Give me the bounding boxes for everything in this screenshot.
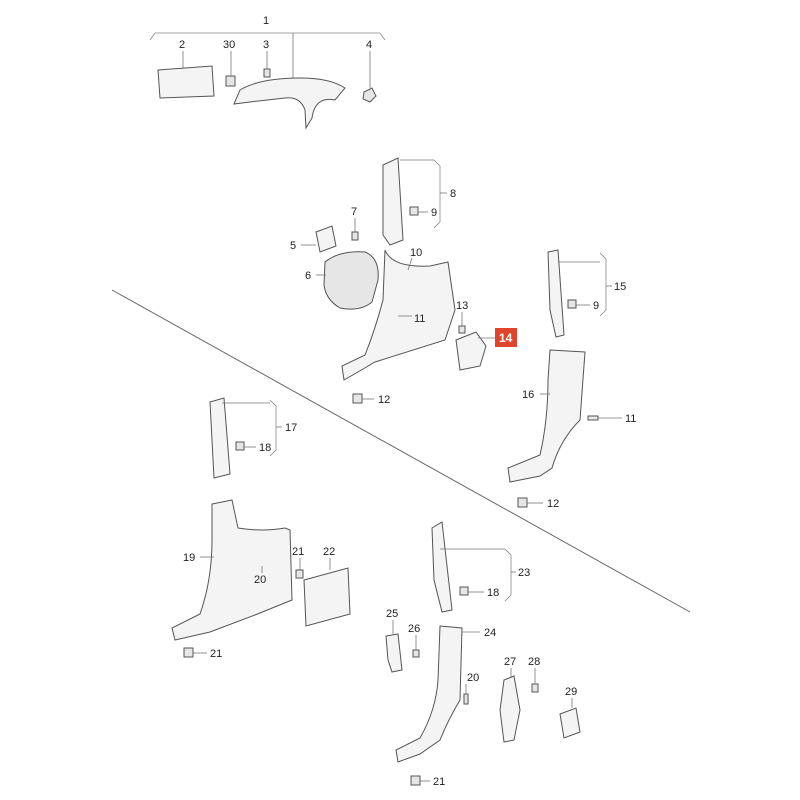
part-5-bracket	[315, 225, 337, 253]
part-3-screw	[263, 68, 271, 78]
callout-18-a: 18	[259, 442, 271, 454]
bracket-23	[504, 548, 512, 602]
part-28-screw	[531, 683, 539, 693]
part-25-handle	[385, 633, 403, 673]
part-21-clip-a	[183, 647, 194, 658]
callout-29: 29	[565, 686, 577, 698]
callout-12-b: 12	[547, 498, 559, 510]
callout-14-highlight	[495, 328, 517, 347]
part-17-pillar-trim	[209, 397, 231, 479]
part-6-speaker-housing	[323, 251, 379, 310]
part-2-clip-panel	[157, 65, 215, 99]
part-20-pin	[463, 693, 469, 705]
callout-14: 14	[499, 331, 513, 345]
callout-20-a: 20	[254, 574, 266, 586]
callout-20-b: 20	[467, 672, 479, 684]
callout-2: 2	[179, 39, 185, 51]
part-7-screw	[351, 231, 359, 241]
part-16-sill-trim	[507, 349, 586, 483]
section-divider	[111, 289, 691, 613]
bracket-8	[433, 159, 441, 229]
part-29-cover	[559, 707, 581, 739]
part-26-screw	[412, 649, 420, 658]
callout-3: 3	[263, 39, 269, 51]
callout-30: 30	[223, 39, 235, 51]
part-27-bracket	[499, 675, 521, 743]
part-21-clip-c	[410, 775, 421, 786]
callout-27: 27	[504, 656, 516, 668]
part-12-clip-b	[517, 497, 528, 508]
callout-7: 7	[351, 206, 357, 218]
callout-9-a: 9	[431, 207, 437, 219]
callout-23: 23	[518, 567, 530, 579]
part-10-kick-panel	[341, 249, 456, 381]
callout-4: 4	[366, 39, 372, 51]
callout-15: 15	[614, 281, 626, 293]
callout-13: 13	[456, 300, 468, 312]
part-19-sill-trim	[171, 499, 293, 641]
callout-22: 22	[323, 546, 335, 558]
callout-8: 8	[450, 188, 456, 200]
part-21-clip-b	[295, 569, 304, 579]
bracket-17	[269, 399, 277, 457]
callout-26: 26	[408, 623, 420, 635]
part-30-clip	[225, 75, 236, 87]
callout-1: 1	[263, 15, 269, 27]
part-18-clip-b	[459, 586, 469, 596]
callout-25: 25	[386, 608, 398, 620]
callout-6: 6	[305, 270, 311, 282]
part-4-clip	[362, 87, 377, 103]
bracket-1	[149, 32, 386, 41]
part-18-clip-a	[235, 441, 245, 451]
part-1-pillar-trim	[233, 77, 346, 130]
callout-18-b: 18	[487, 587, 499, 599]
callout-16: 16	[522, 389, 534, 401]
callout-11-b: 11	[625, 413, 636, 425]
callout-21-b: 21	[292, 546, 304, 558]
callout-9-b: 9	[593, 300, 599, 312]
callout-5: 5	[290, 240, 296, 252]
part-12-clip-a	[352, 393, 363, 404]
callout-11-a: 11	[414, 313, 425, 325]
part-24-lower-trim	[395, 625, 463, 763]
part-14-cover	[455, 331, 487, 371]
part-11-pin	[587, 415, 599, 421]
callout-10: 10	[410, 247, 422, 259]
callout-28: 28	[528, 656, 540, 668]
callout-24: 24	[484, 627, 496, 639]
callout-21-c: 21	[433, 776, 445, 788]
callout-17: 17	[285, 422, 297, 434]
part-22-cover-panel	[303, 567, 351, 627]
part-15-pillar-trim	[547, 249, 565, 338]
part-9-clip-b	[567, 299, 577, 309]
part-8-pillar-trim	[382, 157, 404, 246]
callout-19: 19	[183, 552, 195, 564]
part-9-clip-a	[409, 206, 419, 216]
callout-12-a: 12	[378, 394, 390, 406]
part-23-pillar-trim	[431, 521, 453, 613]
part-13-screw	[458, 325, 466, 334]
bracket-15	[599, 252, 607, 317]
callout-21-a: 21	[210, 648, 222, 660]
